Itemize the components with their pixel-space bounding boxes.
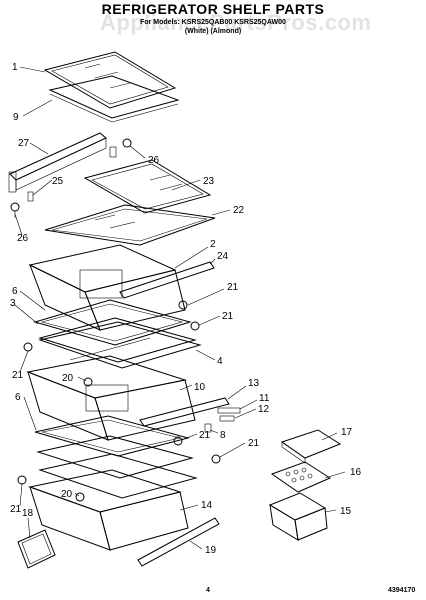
watermark: AppliancePartsPros.com [100, 10, 372, 35]
callout-20-lower: 20 [61, 489, 73, 500]
callout-18: 18 [22, 508, 34, 519]
hardware-part-26-upper [109, 138, 132, 158]
callout-21-a: 21 [227, 282, 239, 293]
egg-tray-part-16 [270, 461, 332, 493]
callout-19: 19 [205, 545, 217, 556]
callout-21-d: 21 [199, 430, 211, 441]
screw-part-20-b [75, 492, 85, 502]
callout-10: 10 [194, 382, 206, 393]
callout-6-lower: 6 [15, 392, 21, 403]
callout-21-c: 21 [12, 370, 24, 381]
rail-part-24 [119, 261, 215, 299]
callout-27: 27 [18, 138, 30, 149]
callout-6: 6 [12, 286, 18, 297]
glass-shelf-part-1 [43, 51, 177, 109]
dairy-lid-part-17 [280, 429, 342, 464]
crisper-cover-lower [34, 415, 198, 499]
callout-21-f: 21 [10, 504, 22, 515]
callout-21-e: 21 [248, 438, 260, 449]
rail-part-13 [139, 397, 230, 427]
callout-22: 22 [233, 205, 245, 216]
shelf-frame-part-9 [48, 75, 180, 123]
callout-12: 12 [258, 404, 270, 415]
crisper-cover-part-3 [33, 299, 197, 363]
clip-part-8 [204, 423, 212, 433]
callout-11: 11 [259, 393, 270, 404]
label-plate-part-18 [17, 529, 56, 569]
callout-1: 1 [12, 62, 18, 73]
callout-8: 8 [220, 430, 226, 441]
callout-13: 13 [248, 378, 260, 389]
screw-part-21-c [23, 342, 33, 352]
crisper-pan-part-14 [28, 469, 189, 551]
callout-9: 9 [13, 112, 19, 123]
slide-part-11 [217, 407, 241, 414]
callout-15: 15 [340, 506, 352, 517]
screw-part-21-d [173, 436, 183, 446]
callout-3: 3 [10, 298, 16, 309]
screw-part-20-a [83, 377, 93, 387]
callout-23: 23 [203, 176, 215, 187]
hardware-part-26-lower [10, 202, 20, 218]
page-title: REFRIGERATOR SHELF PARTS [101, 1, 325, 17]
shelf-part-23 [83, 159, 212, 214]
callout-labels: 1 9 27 26 25 23 22 26 2 24 6 21 3 21 4 2… [10, 62, 362, 556]
callout-4: 4 [217, 356, 223, 367]
callout-14: 14 [201, 500, 213, 511]
model-line: For Models: KSRS25QAB00 KSRS25QAW00 [140, 19, 286, 26]
callout-24: 24 [217, 251, 229, 262]
leader-lines [14, 66, 346, 550]
callout-17: 17 [341, 427, 353, 438]
crisper-pan-part-2 [28, 244, 186, 331]
screw-part-21-e [211, 454, 221, 464]
color-line: (White) (Almond) [184, 28, 242, 35]
cover-strip-part-27 [8, 132, 107, 193]
screw-part-21-a [178, 300, 188, 310]
page-number: 4 [206, 587, 210, 594]
callout-26: 26 [148, 155, 160, 166]
glass-shelf-part-22 [44, 204, 216, 246]
document-number: 4394170 [388, 587, 416, 594]
callout-21-b: 21 [222, 311, 234, 322]
screw-part-21-b [190, 321, 200, 331]
screw-part-21-f [17, 475, 27, 485]
bin-part-15 [268, 492, 328, 541]
callout-25: 25 [52, 176, 64, 187]
callout-20: 20 [62, 373, 74, 384]
crisper-pan-part-10 [26, 355, 196, 441]
callout-2: 2 [210, 239, 216, 250]
rail-part-19 [137, 517, 220, 567]
slide-part-12 [219, 415, 235, 422]
callout-16: 16 [350, 467, 362, 478]
callout-26-lower: 26 [17, 233, 29, 244]
hardware-part-25 [27, 191, 34, 202]
